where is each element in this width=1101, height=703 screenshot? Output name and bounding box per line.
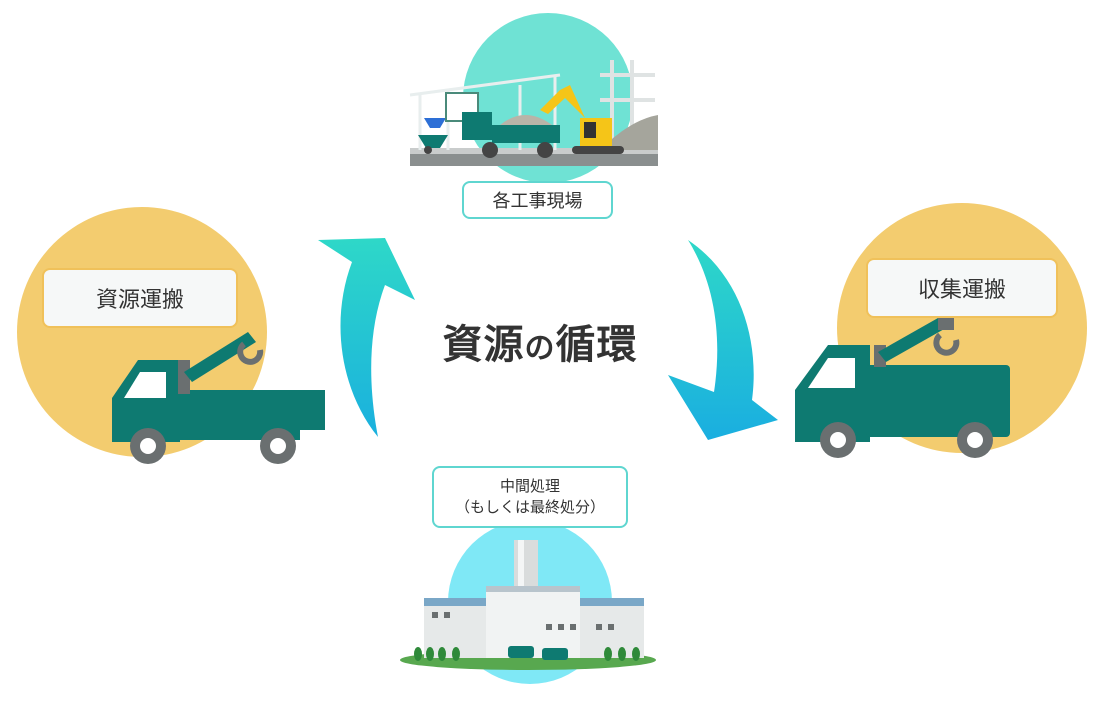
title-part1: 資源 [442, 322, 525, 368]
diagram-title: 資源の循環 [410, 312, 670, 370]
node-label-construction-sites: 各工事現場 [462, 181, 613, 219]
node-label-collection-transport-text: 収集運搬 [917, 278, 1006, 303]
node-label-intermediate-processing-line2: （もしくは最終処分） [454, 498, 605, 516]
node-label-resource-transport: 資源運搬 [42, 268, 238, 328]
node-label-construction-sites-text: 各工事現場 [492, 191, 583, 212]
node-label-collection-transport: 収集運搬 [866, 258, 1058, 318]
cycle-arrow-left [318, 238, 415, 437]
node-label-resource-transport-text: 資源運搬 [95, 288, 184, 313]
title-part2: の [524, 331, 556, 366]
construction-site-illustration [409, 60, 658, 166]
factory-illustration [400, 540, 656, 670]
crane-truck-left-illustration [112, 332, 325, 464]
title-part3: 循環 [555, 322, 638, 368]
cycle-arrow-right [668, 240, 778, 440]
node-label-intermediate-processing-line1: 中間処理 [499, 477, 560, 495]
crane-truck-right-illustration [795, 314, 1010, 458]
node-label-intermediate-processing: 中間処理 （もしくは最終処分） [432, 466, 628, 528]
